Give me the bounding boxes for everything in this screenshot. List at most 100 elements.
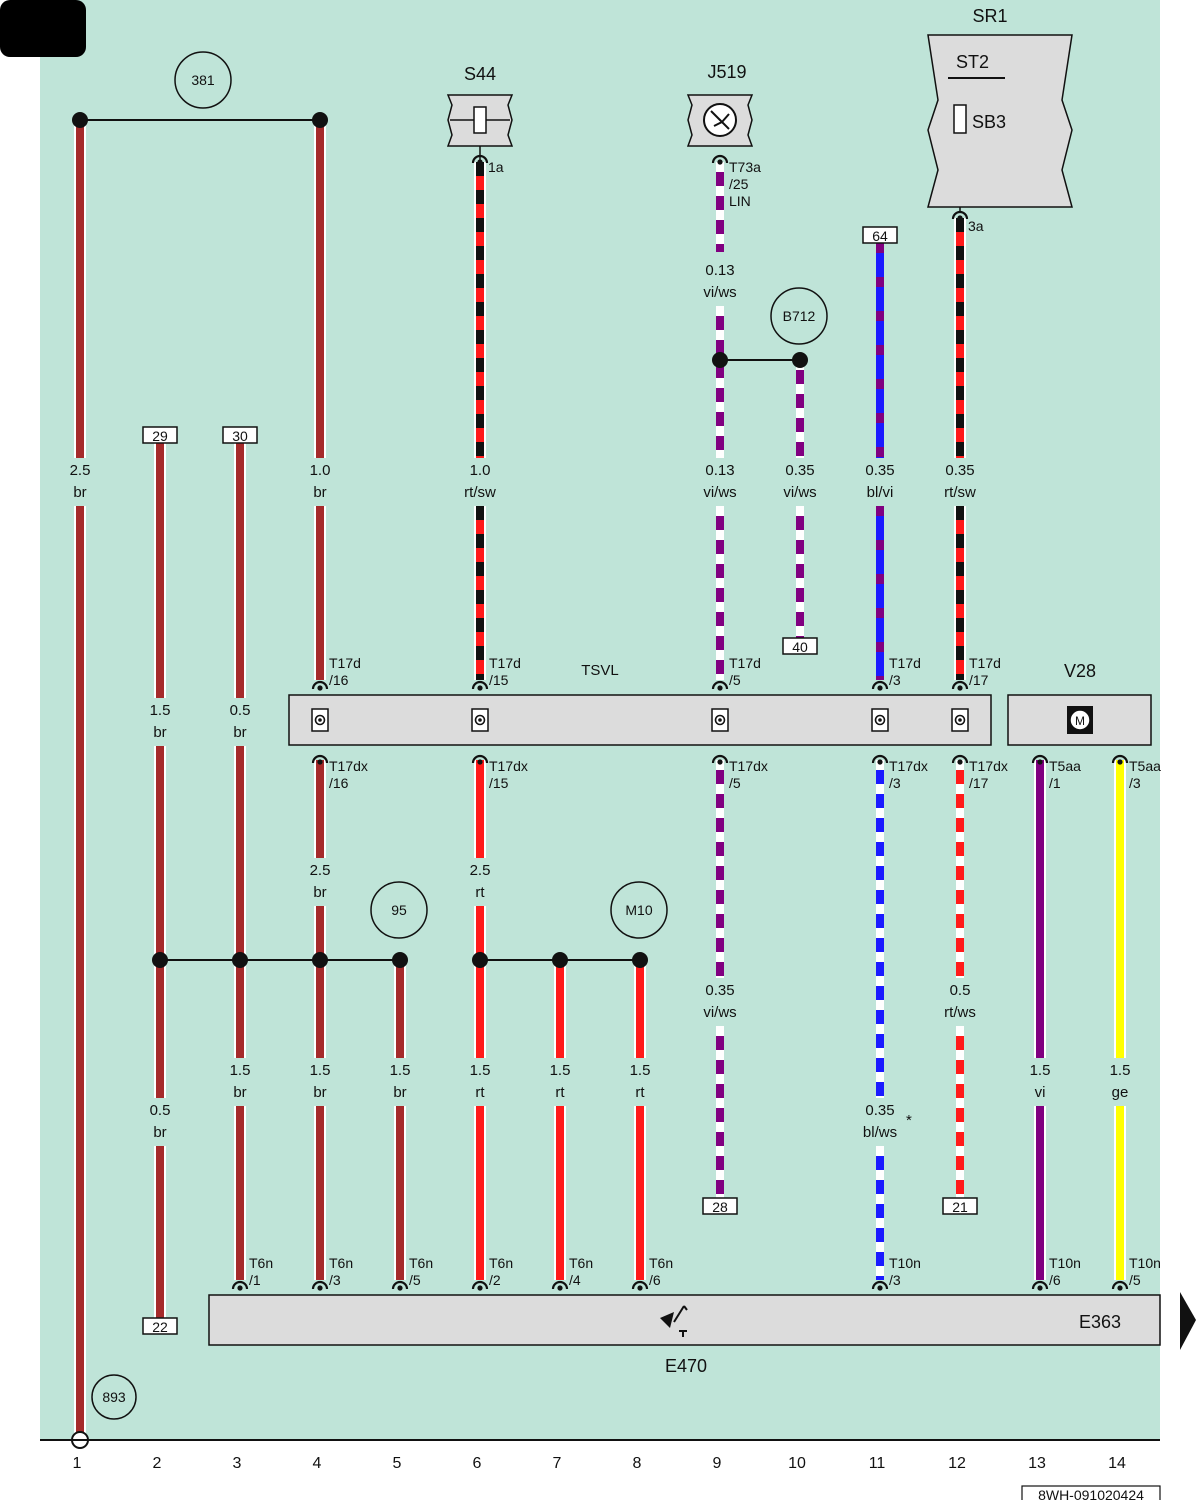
pin-label-j519-3: LIN — [729, 193, 751, 209]
column-number: 3 — [233, 1455, 242, 1472]
s44-label: S44 — [464, 64, 496, 84]
wire-size: 1.0 — [310, 462, 331, 479]
connector-socket — [951, 210, 969, 221]
wire-size: 0.35 — [705, 982, 734, 999]
wire-color: br — [313, 484, 326, 501]
wire-labels: 2.5 br 1.0 br 1.0 rt/sw 0.13 vi/ws 0.13 … — [70, 262, 1131, 1141]
v28-label: V28 — [1064, 661, 1096, 681]
pin-label: T17d — [729, 655, 761, 671]
connector-socket — [311, 680, 329, 691]
column-number: 12 — [948, 1455, 966, 1472]
wire-color: rt/sw — [944, 484, 976, 501]
pin-label: T6n — [329, 1255, 353, 1271]
column-number: 10 — [788, 1455, 806, 1472]
ref-box-64: 64 — [862, 226, 898, 244]
wire-size: 2.5 — [70, 462, 91, 479]
wire-size: 0.5 — [950, 982, 971, 999]
pin-label: /6 — [1049, 1272, 1061, 1288]
pin-label: T10n — [1049, 1255, 1081, 1271]
wire-size: 2.5 — [470, 862, 491, 879]
pin-label: /1 — [1049, 775, 1061, 791]
column-number: 8 — [633, 1455, 642, 1472]
wire-color: vi/ws — [703, 1004, 736, 1021]
pin-label: /16 — [329, 775, 349, 791]
pin-label: T17d — [489, 655, 521, 671]
circle-refs: 381 B712 95 M10 893 — [91, 51, 828, 1420]
pin-label-j519-2: /25 — [729, 176, 749, 192]
wire-color: vi/ws — [783, 484, 816, 501]
connector-socket — [471, 1280, 489, 1291]
connector-socket — [631, 1280, 649, 1291]
connector-socket — [471, 154, 489, 165]
pin-label-1a: 1a — [488, 159, 504, 175]
relay-carrier-sr1: SR1 ST2 SB3 — [927, 6, 1073, 208]
splice-dot — [712, 352, 728, 368]
tsvl-pin — [471, 708, 489, 732]
splice-dot — [472, 952, 488, 968]
pin-label: /5 — [1129, 1272, 1141, 1288]
wire-size: 1.5 — [230, 1062, 251, 1079]
wire-color: br — [393, 1084, 406, 1101]
doc-code-box: 8WH-091020424 — [1021, 1485, 1161, 1500]
pin-label: /16 — [329, 672, 349, 688]
pin-label: T17d — [969, 655, 1001, 671]
svg-text:29: 29 — [152, 428, 168, 444]
wire-color: br — [153, 1124, 166, 1141]
column-number: 14 — [1108, 1455, 1126, 1472]
asterisk-note: * — [906, 1112, 912, 1129]
pin-label: T17dx — [729, 758, 768, 774]
connector-socket — [711, 154, 729, 165]
splice-dot — [792, 352, 808, 368]
wire-size: 0.5 — [230, 702, 251, 719]
pin-label: T5aa — [1049, 758, 1081, 774]
wire-size: 1.5 — [310, 1062, 331, 1079]
svg-text:893: 893 — [102, 1389, 126, 1405]
wire-color: bl/vi — [867, 484, 894, 501]
splice-dot — [632, 952, 648, 968]
motor-symbol: M — [1075, 714, 1085, 728]
wire-size: 2.5 — [310, 862, 331, 879]
splice-dot — [152, 952, 168, 968]
connector-socket — [471, 754, 489, 765]
wire-size: 1.5 — [1110, 1062, 1131, 1079]
wire-color: br — [313, 884, 326, 901]
wire-size: 0.35 — [865, 1102, 894, 1119]
pin-label: /5 — [729, 672, 741, 688]
wire-size: 0.35 — [785, 462, 814, 479]
wire-color: br — [73, 484, 86, 501]
wire-color: vi/ws — [703, 484, 736, 501]
svg-text:28: 28 — [712, 1199, 728, 1215]
wire-color: vi/ws — [703, 284, 736, 301]
connector-socket — [1031, 1280, 1049, 1291]
pin-label: /5 — [729, 775, 741, 791]
connector-socket — [711, 754, 729, 765]
switch-module-e470: E470 E363 — [208, 1294, 1161, 1376]
st2-label: ST2 — [956, 52, 989, 72]
pin-label: /5 — [409, 1272, 421, 1288]
column-number: 2 — [153, 1455, 162, 1472]
fuse-s44: S44 — [446, 64, 514, 162]
pin-label: T5aa — [1129, 758, 1161, 774]
pin-label: T6n — [649, 1255, 673, 1271]
connector-socket — [1111, 1280, 1129, 1291]
wire-color: bl/ws — [863, 1124, 897, 1141]
wire-size: 1.0 — [470, 462, 491, 479]
svg-text:22: 22 — [152, 1319, 168, 1335]
sr1-label: SR1 — [972, 6, 1007, 26]
wire-size: 0.5 — [150, 1102, 171, 1119]
column-number: 6 — [473, 1455, 482, 1472]
splice-dot — [232, 952, 248, 968]
sb3-label: SB3 — [972, 112, 1006, 132]
column-number: 13 — [1028, 1455, 1046, 1472]
svg-text:64: 64 — [872, 228, 888, 244]
pin-label: T6n — [489, 1255, 513, 1271]
column-number: 5 — [393, 1455, 402, 1472]
wire-color: rt — [475, 1084, 485, 1101]
connector-socket — [311, 1280, 329, 1291]
pin-label: /4 — [569, 1272, 581, 1288]
pin-label: /15 — [489, 672, 509, 688]
connector-socket — [231, 1280, 249, 1291]
splice-dot — [312, 952, 328, 968]
wire-color: rt/ws — [944, 1004, 976, 1021]
